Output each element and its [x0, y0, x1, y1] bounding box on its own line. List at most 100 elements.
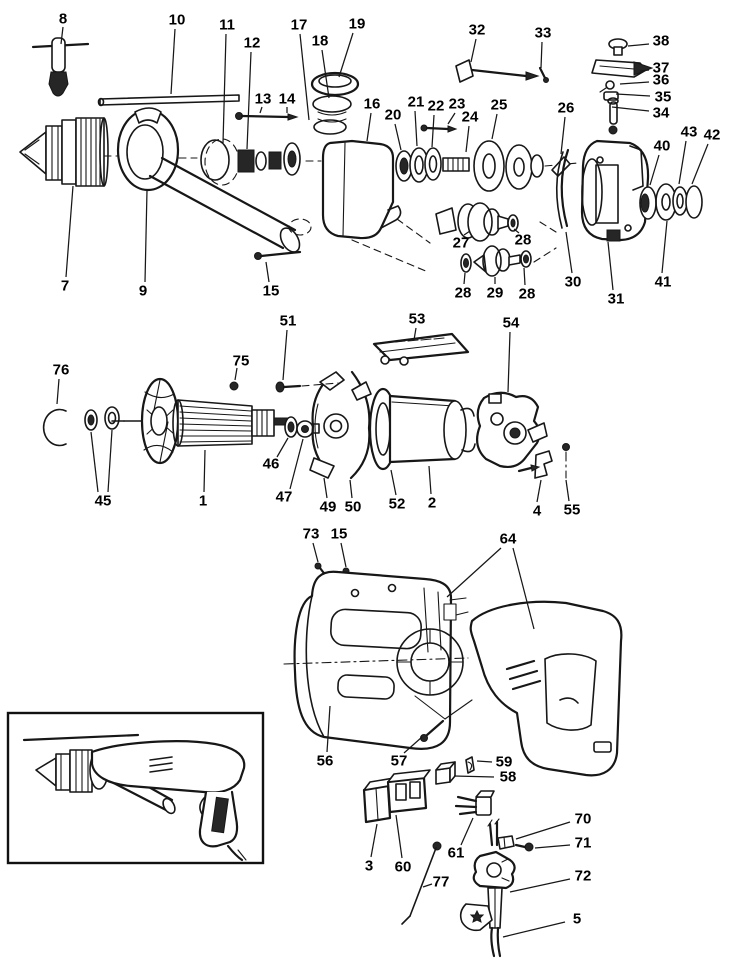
leader-line: [678, 140, 687, 185]
part-number-60: 60: [395, 859, 412, 876]
part-number-22: 22: [428, 98, 445, 115]
part-number-43: 43: [681, 124, 698, 141]
leader-line: [259, 106, 263, 114]
leader-line: [639, 69, 650, 72]
part-number-26: 26: [558, 100, 575, 117]
part-76-retaining-ring: [42, 408, 67, 447]
part-number-37: 37: [653, 60, 670, 77]
part-number-75: 75: [233, 353, 250, 370]
leader-line: [476, 760, 493, 763]
part-number-5: 5: [573, 911, 581, 928]
part-number-11: 11: [219, 17, 235, 34]
leader-line: [453, 775, 495, 778]
part-number-9: 9: [139, 283, 147, 300]
part-number-1: 1: [199, 493, 207, 510]
part-2-52-field-assembly: [368, 387, 476, 471]
part-1-armature: [111, 377, 291, 465]
leader-line: [312, 542, 319, 563]
part-61-connector: [454, 790, 495, 816]
leader-line: [502, 921, 566, 938]
part-number-54: 54: [503, 315, 520, 332]
inset-assembled-drill: [6, 711, 265, 865]
part-number-21: 21: [408, 94, 425, 111]
part-40-43-washers: [639, 183, 703, 221]
leader-line: [465, 125, 470, 153]
part-49-50-bearing-bracket: [309, 370, 372, 480]
part-3-60-switch: [362, 769, 431, 824]
part-46-47-bearings: [284, 416, 320, 438]
inset-frame: [6, 711, 265, 865]
part-number-31: 31: [608, 291, 625, 308]
leader-line: [340, 542, 347, 568]
part-51-screw: [275, 381, 339, 393]
leader-line: [321, 49, 330, 99]
part-number-7: 7: [61, 278, 69, 295]
part-31-gearcase: [580, 139, 650, 242]
part-20-23-washers: [395, 124, 458, 183]
part-56-motor-housing: [283, 570, 469, 750]
part-number-4: 4: [533, 503, 542, 520]
leader-line: [491, 113, 498, 140]
part-9-handle-clamp: [116, 107, 301, 253]
part-59-clip: [465, 756, 475, 774]
leader-line: [276, 437, 289, 458]
part-number-27: 27: [453, 235, 470, 252]
leader-line: [370, 823, 378, 858]
part-number-59: 59: [496, 754, 513, 771]
part-10-side-handle-rod: [97, 94, 240, 107]
part-number-40: 40: [654, 138, 671, 155]
part-number-55: 55: [564, 502, 581, 519]
part-number-73: 73: [303, 526, 320, 543]
part-24-25-spindle-gears: [442, 140, 544, 192]
leader-line: [394, 123, 402, 151]
leader-line: [282, 329, 288, 381]
leader-line: [447, 112, 456, 125]
leader-line: [403, 736, 423, 754]
leader-line: [222, 33, 227, 144]
leader-line: [338, 32, 354, 78]
leader-line: [289, 438, 304, 490]
leader-line: [507, 331, 511, 393]
part-number-3: 3: [365, 858, 373, 875]
leader-line: [611, 106, 650, 112]
leader-line: [265, 261, 270, 283]
part-number-12: 12: [244, 35, 261, 52]
part-number-24: 24: [462, 109, 479, 126]
part-70-cord-clamp: [497, 835, 515, 850]
part-45-washers: [84, 406, 120, 431]
part-7-chuck: [19, 117, 109, 187]
part-57-screw: [414, 695, 473, 742]
leader-line: [460, 817, 474, 846]
leader-line: [619, 81, 650, 85]
part-number-45: 45: [95, 493, 112, 510]
part-number-28: 28: [455, 285, 472, 302]
part-number-30: 30: [565, 274, 582, 291]
part-53-brush-plate: [372, 332, 470, 366]
part-number-8: 8: [59, 11, 67, 28]
part-72-strain-relief: [459, 818, 516, 958]
part-55-screw: [562, 443, 570, 479]
leader-line: [60, 26, 64, 45]
part-number-38: 38: [653, 33, 670, 50]
part-number-70: 70: [575, 811, 592, 828]
part-number-28: 28: [515, 232, 532, 249]
leader-line: [560, 116, 566, 155]
part-64-handle-housing: [469, 600, 623, 777]
part-number-42: 42: [704, 127, 721, 144]
part-number-53: 53: [409, 311, 426, 328]
part-number-15: 15: [331, 526, 348, 543]
part-77-rod: [401, 841, 442, 925]
part-number-28: 28: [519, 286, 536, 303]
part-number-23: 23: [449, 96, 466, 113]
leader-line: [513, 228, 520, 234]
leader-line: [414, 110, 418, 147]
part-15-screw-top: [254, 250, 302, 260]
leader-line: [65, 185, 74, 278]
part-number-61: 61: [448, 845, 465, 862]
spindle-lock-screw: [235, 112, 299, 121]
leader-line: [390, 469, 397, 496]
part-number-34: 34: [653, 105, 670, 122]
part-number-32: 32: [469, 22, 486, 39]
leader-line: [470, 38, 477, 63]
